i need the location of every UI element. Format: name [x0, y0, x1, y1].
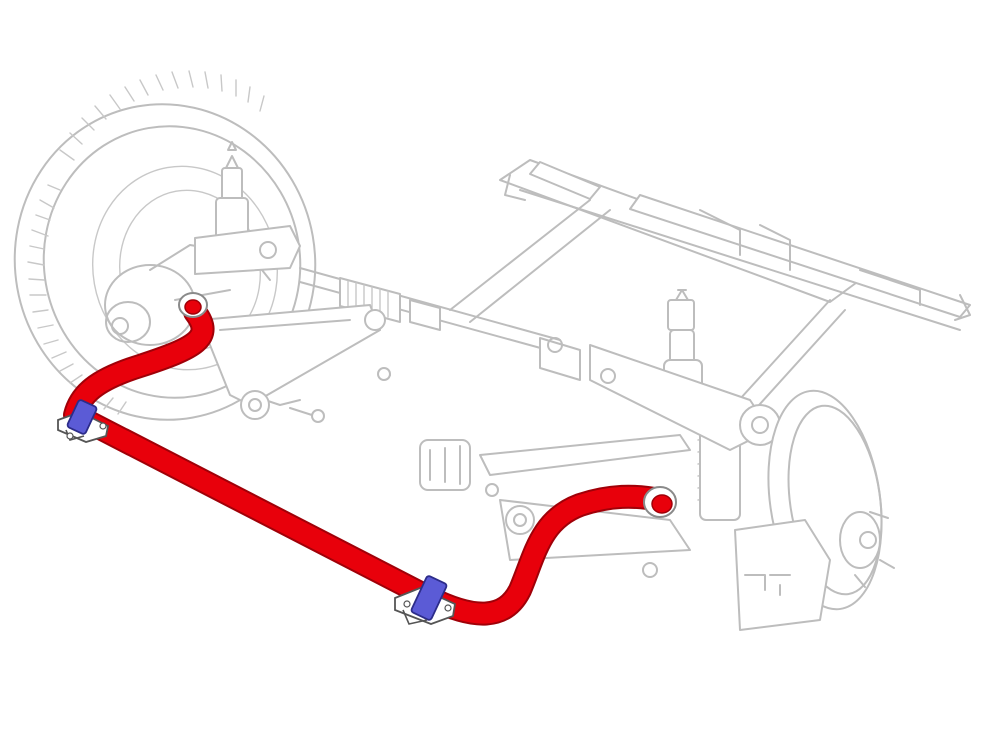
left-lower-arm	[199, 304, 391, 423]
left-strut	[194, 141, 301, 275]
right-brake-disc	[734, 389, 895, 631]
right-upper-arm	[589, 344, 781, 451]
crossmember	[449, 159, 971, 416]
left-end-link-bushing	[178, 292, 208, 318]
center-bar-mount-bushing	[394, 575, 457, 625]
steering-rack	[299, 267, 581, 381]
anti-roll-bar-assembly	[57, 292, 677, 626]
left-bar-mount-bushing	[57, 399, 110, 443]
right-end-link-bushing	[643, 486, 677, 518]
suspension-line-art	[13, 70, 971, 631]
